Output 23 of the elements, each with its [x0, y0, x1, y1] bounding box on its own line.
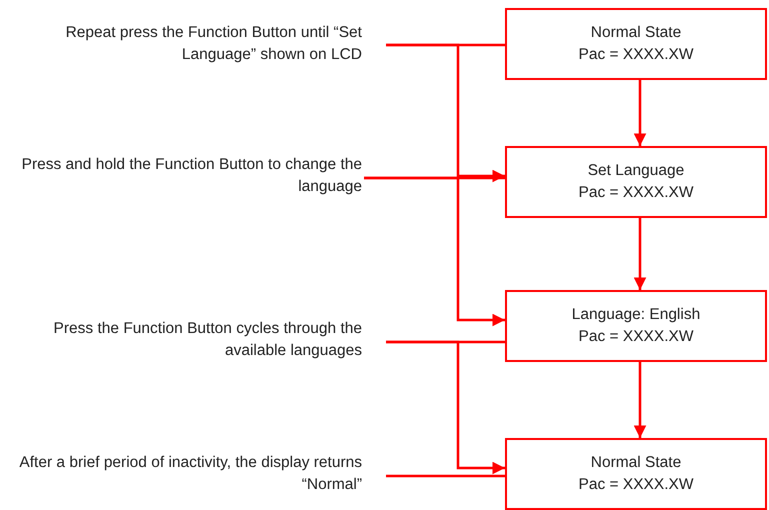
- arrow: [634, 362, 646, 438]
- state-box: [505, 8, 767, 80]
- instruction-text: Repeat press the Function Button until “Set Language” shown on LCD: [0, 22, 386, 66]
- state-title: Normal State: [590, 23, 682, 43]
- arrow: [634, 80, 646, 146]
- instruction-text: Press the Function Button cycles through the available languages: [0, 318, 386, 364]
- state-value: Pac = XXXX.XW: [577, 183, 694, 203]
- arrow: [386, 44, 505, 182]
- state-title: Language: English: [570, 305, 702, 325]
- state-title: Set Language: [586, 161, 686, 181]
- state-box: [505, 290, 767, 362]
- instruction-text: Press and hold the Function Button to change the language: [0, 154, 364, 200]
- state-box: [505, 146, 767, 218]
- state-box: [505, 438, 767, 510]
- instruction-text: After a brief period of inactivity, the display returns “Normal”: [0, 452, 386, 498]
- arrow: [386, 340, 505, 474]
- state-value: Pac = XXXX.XW: [577, 45, 694, 65]
- connector-line: [386, 474, 505, 478]
- state-value: Pac = XXXX.XW: [577, 475, 694, 495]
- arrow: [634, 218, 646, 290]
- state-value: Pac = XXXX.XW: [577, 327, 694, 347]
- state-title: Normal State: [590, 453, 682, 473]
- arrow: [364, 176, 505, 326]
